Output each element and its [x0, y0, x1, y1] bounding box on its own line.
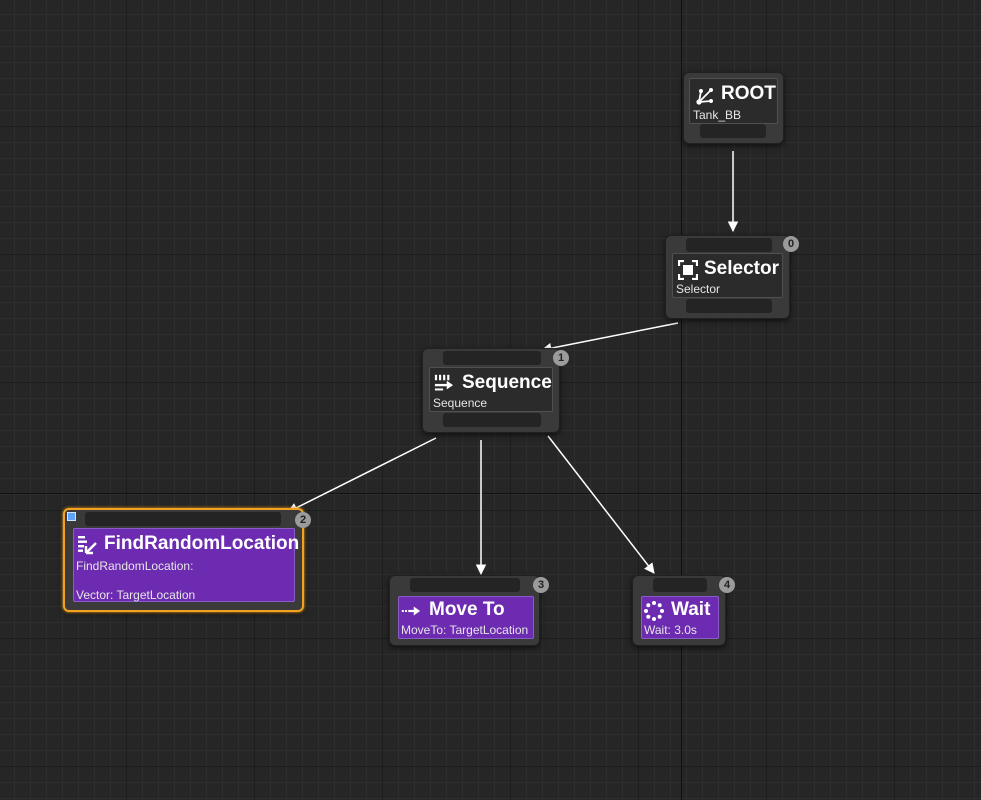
find-random-location-node[interactable]: FindRandomLocation FindRandomLocation: V…: [63, 508, 311, 612]
root-subtitle: Tank_BB: [693, 108, 742, 122]
task-icon: [78, 536, 97, 555]
wire-sequence-find: [287, 437, 437, 513]
wait-icon: [644, 601, 664, 621]
move-to-title: Move To: [429, 599, 505, 620]
grid-origin-horizontal: [0, 493, 981, 494]
move-to-node[interactable]: Move To MoveTo: TargetLocation 3: [389, 575, 549, 646]
move-to-node-body: Move To MoveTo: TargetLocation: [398, 596, 534, 639]
root-node-body: ROOT Tank_BB: [689, 78, 778, 124]
wire-selector-sequence: [540, 322, 679, 354]
move-to-input-pin[interactable]: [410, 578, 520, 592]
selector-input-pin[interactable]: [686, 238, 772, 252]
sequence-subtitle: Sequence: [433, 396, 488, 410]
sequence-order-badge: 1: [553, 350, 569, 366]
move-to-icon: [401, 606, 421, 616]
root-output-pin[interactable]: [700, 124, 766, 138]
wait-title: Wait: [671, 599, 711, 620]
breakpoint-marker[interactable]: [67, 512, 76, 521]
wait-input-pin[interactable]: [653, 578, 707, 592]
root-node[interactable]: ROOT Tank_BB: [683, 72, 784, 144]
wait-order-badge: 4: [719, 577, 735, 593]
selector-node-body: Selector Selector: [672, 253, 783, 298]
sequence-title: Sequence: [462, 372, 552, 393]
grid-origin-vertical: [681, 0, 682, 800]
find-random-location-order-badge: 2: [295, 512, 311, 528]
move-to-order-badge: 3: [533, 577, 549, 593]
wait-node[interactable]: Wait Wait: 3.0s 4: [632, 575, 735, 646]
selector-node[interactable]: Selector Selector 0: [665, 235, 799, 319]
sequence-node-body: Sequence Sequence: [429, 367, 553, 412]
sequence-input-pin[interactable]: [443, 351, 541, 365]
wait-node-body: Wait Wait: 3.0s: [641, 596, 719, 639]
selector-order-badge: 0: [783, 236, 799, 252]
find-random-location-node-body: FindRandomLocation FindRandomLocation: V…: [73, 528, 299, 602]
selector-icon: [678, 260, 698, 280]
selector-output-pin[interactable]: [686, 299, 772, 313]
find-random-location-input-pin[interactable]: [85, 512, 281, 526]
find-random-location-subtitle-1: FindRandomLocation:: [76, 559, 194, 573]
root-title: ROOT: [721, 83, 776, 104]
sequence-icon: [434, 374, 454, 391]
find-random-location-subtitle-2: Vector: TargetLocation: [76, 588, 196, 602]
sequence-node[interactable]: Sequence Sequence 1: [422, 348, 569, 433]
sequence-output-pin[interactable]: [443, 413, 541, 427]
root-icon: [696, 88, 713, 105]
wire-sequence-wait: [547, 435, 655, 574]
move-to-subtitle: MoveTo: TargetLocation: [401, 623, 529, 637]
selector-subtitle: Selector: [676, 282, 721, 296]
find-random-location-title: FindRandomLocation: [104, 533, 300, 554]
wait-subtitle: Wait: 3.0s: [644, 623, 697, 637]
selector-title: Selector: [704, 258, 779, 279]
